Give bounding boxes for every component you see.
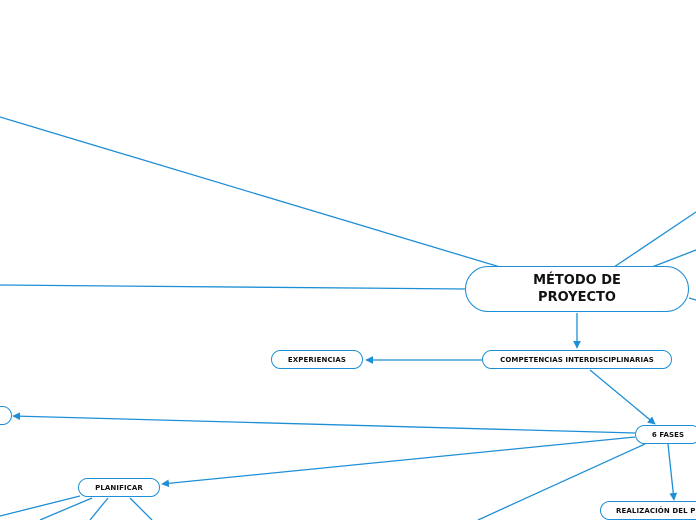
connector-competencias-to-fases <box>589 369 656 425</box>
connector-planificar-child-3 <box>89 497 109 520</box>
connector-main-to-upper-left <box>0 116 501 268</box>
connector-planificar-child-4 <box>129 497 153 520</box>
competencias-node[interactable]: COMPETENCIAS INTERDISCIPLINARIAS <box>482 350 672 369</box>
planificar-node[interactable]: PLANIFICAR <box>78 478 160 497</box>
connector-fases-to-left <box>12 412 636 434</box>
connector-planificar-child-2 <box>39 497 93 520</box>
realizacion-node[interactable]: REALIZACIÓN DEL P <box>600 501 696 520</box>
planificar-label: PLANIFICAR <box>95 483 143 492</box>
connector-main-to-upper-right-1 <box>613 211 696 268</box>
connector-main-to-right <box>688 297 696 301</box>
connector-main-to-left <box>0 284 466 290</box>
connector-fases-to-realizacion <box>667 443 678 501</box>
fases-node[interactable]: 6 FASES <box>635 425 696 444</box>
experiencias-node[interactable]: EXPERIENCIAS <box>271 350 363 369</box>
main-topic-node[interactable]: MÉTODO DE PROYECTO <box>465 266 689 312</box>
fases-label: 6 FASES <box>651 430 685 439</box>
connector-main-to-upper-right-2 <box>651 249 696 268</box>
connector-planificar-child-1 <box>0 495 81 517</box>
competencias-label: COMPETENCIAS INTERDISCIPLINARIAS <box>500 355 654 364</box>
connector-fases-to-lower <box>477 443 646 520</box>
realizacion-label: REALIZACIÓN DEL P <box>616 506 696 515</box>
experiencias-label: EXPERIENCIAS <box>287 355 347 364</box>
connector-fases-to-planificar <box>161 436 636 488</box>
main-topic-label: MÉTODO DE PROYECTO <box>533 273 621 305</box>
